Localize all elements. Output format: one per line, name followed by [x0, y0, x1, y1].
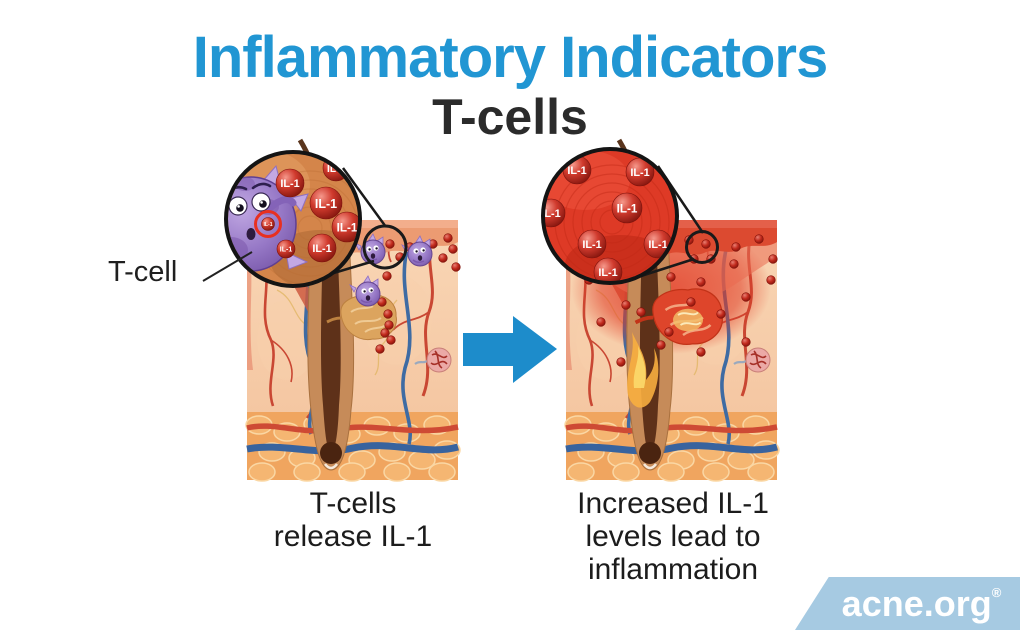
svg-text:IL-1: IL-1	[312, 243, 331, 255]
svg-text:IL-1: IL-1	[648, 239, 667, 251]
il1-molecule: IL-1	[307, 233, 337, 263]
release-highlight-ring	[254, 210, 282, 238]
tcell-pointer-line	[202, 251, 253, 282]
il1-dot	[385, 239, 395, 249]
caption-left-line1: T-cells	[309, 487, 397, 520]
caption-right-line3: inflammation	[587, 553, 759, 586]
il1-dot	[621, 300, 631, 310]
svg-text:IL-1: IL-1	[280, 247, 293, 254]
il1-dot	[741, 292, 751, 302]
il1-dot	[377, 297, 387, 307]
left-panel-cells	[348, 233, 461, 354]
il1-dot	[616, 357, 626, 367]
il1-molecule: IL-1	[261, 217, 275, 231]
il1-dot	[375, 344, 385, 354]
page-title: Inflammatory Indicators	[192, 25, 828, 90]
il1-dot	[656, 340, 666, 350]
il1-dot	[636, 307, 646, 317]
caption-left-line2: release IL-1	[273, 520, 433, 553]
t-cell	[348, 275, 381, 307]
il1-dot	[716, 309, 726, 319]
acne-org-logo-text: acne.org®	[841, 582, 1002, 624]
svg-text:IL-1: IL-1	[582, 239, 601, 251]
t-cell	[400, 235, 433, 267]
il1-dot	[451, 262, 461, 272]
il1-dot	[686, 297, 696, 307]
acne-org-logo-banner: acne.org®	[795, 577, 1020, 630]
il1-dot	[729, 259, 739, 269]
il1-dot	[382, 271, 392, 281]
il1-dot	[696, 277, 706, 287]
svg-text:IL-1: IL-1	[598, 267, 617, 279]
caption-right-line2: levels lead to	[585, 520, 761, 553]
il1-dot	[596, 317, 606, 327]
il1-dot	[383, 309, 393, 319]
il1-molecule: IL-1	[562, 155, 592, 185]
svg-text:IL-1: IL-1	[280, 178, 299, 190]
page-subtitle: T-cells	[432, 89, 588, 145]
svg-text:IL-1: IL-1	[315, 197, 337, 211]
il1-molecule: IL-1	[309, 186, 343, 220]
il1-dot	[768, 254, 778, 264]
svg-text:IL-1: IL-1	[337, 222, 358, 235]
tcell-label: T-cell	[108, 256, 178, 288]
il1-dot	[666, 272, 676, 282]
il1-dot	[701, 239, 711, 249]
il1-dot	[443, 233, 453, 243]
il1-molecule: IL-1	[276, 239, 296, 259]
svg-text:IL-1: IL-1	[541, 208, 560, 220]
il1-dot	[384, 320, 394, 330]
registered-mark: ®	[991, 584, 1002, 600]
il1-dot	[696, 347, 706, 357]
il1-dot	[386, 335, 396, 345]
il1-molecule: IL-1	[643, 229, 673, 259]
il1-molecule: IL-1	[541, 198, 566, 228]
il1-dot	[754, 234, 764, 244]
il1-molecule: IL-1	[577, 229, 607, 259]
svg-text:IL-1: IL-1	[630, 167, 649, 179]
svg-text:IL-1: IL-1	[567, 165, 586, 177]
caption-right: Increased IL-1 levels lead to inflammati…	[560, 487, 786, 586]
il1-dot	[438, 253, 448, 263]
il1-dot	[448, 244, 458, 254]
svg-text:IL-1: IL-1	[617, 203, 638, 216]
il1-molecule: IL-1	[611, 192, 643, 224]
right-arrow	[463, 316, 557, 383]
il1-dot	[766, 275, 776, 285]
caption-left: T-cells release IL-1	[240, 487, 466, 553]
il1-molecule: IL-1	[593, 257, 623, 281]
caption-right-line1: Increased IL-1	[577, 487, 769, 520]
il1-dot	[741, 337, 751, 347]
il1-molecule: IL-1	[275, 168, 305, 198]
il1-dot	[380, 328, 390, 338]
il1-dot	[731, 242, 741, 252]
svg-text:IL-1: IL-1	[263, 222, 272, 228]
il1-dot	[664, 327, 674, 337]
il1-molecule: IL-1	[331, 211, 358, 243]
